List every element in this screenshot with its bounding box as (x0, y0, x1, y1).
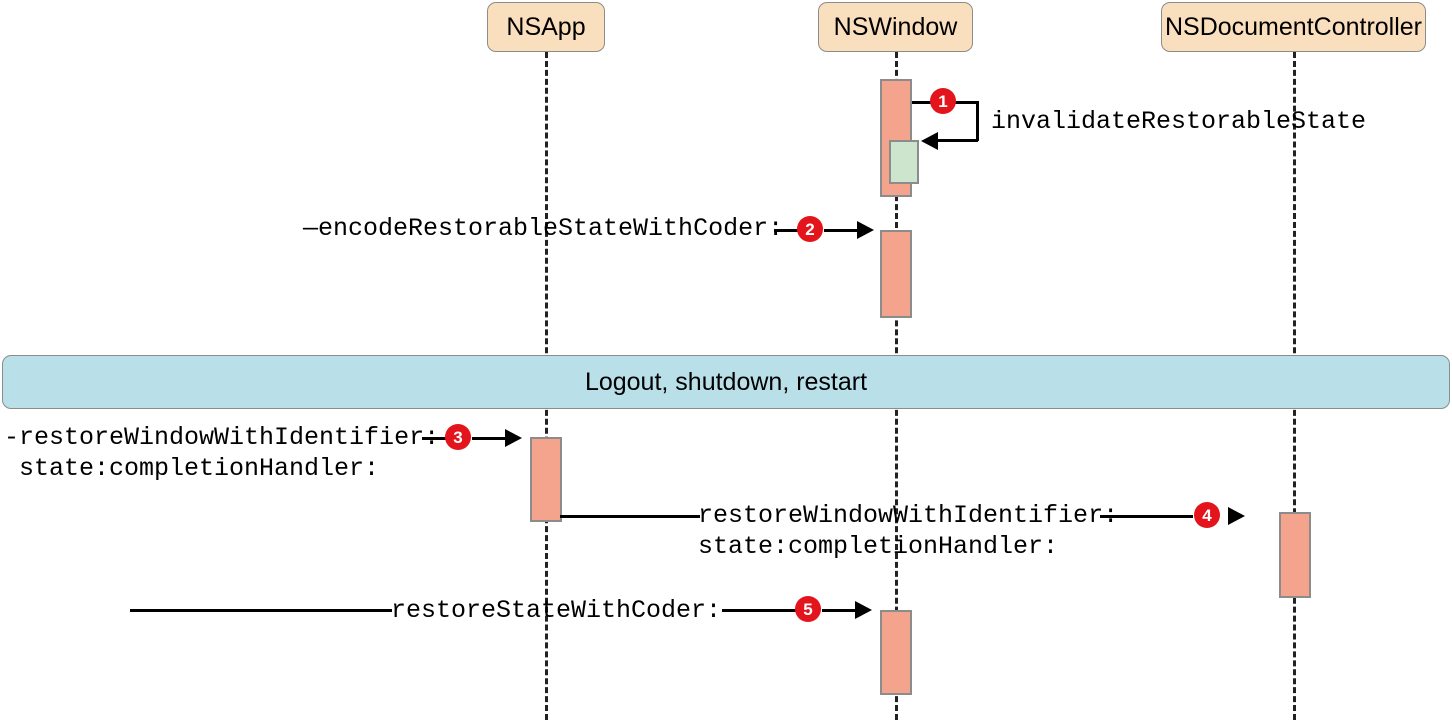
message-5-arrowhead (855, 601, 872, 619)
participant-nswindow-label: NSWindow (833, 12, 958, 41)
message-5-line-right (822, 609, 855, 612)
message-2-label: —encodeRestorableStateWithCoder: (303, 214, 784, 243)
message-1-line-down (976, 101, 979, 141)
message-2-arrowhead (857, 221, 874, 239)
message-4-label-line2: state:completionHandler: (698, 532, 1059, 561)
message-2-line-right (824, 229, 857, 232)
message-5-badge[interactable]: 5 (795, 596, 821, 622)
message-3-badge[interactable]: 3 (445, 424, 471, 450)
message-4-line-right (1100, 515, 1193, 518)
message-3-arrowhead (505, 429, 522, 447)
message-3-line-left (422, 437, 446, 440)
activation-nswindow-5 (880, 610, 912, 695)
message-3-label-line1: -restoreWindowWithIdentifier: (4, 423, 440, 452)
participant-nswindow[interactable]: NSWindow (818, 2, 973, 52)
message-1-label: invalidateRestorableState (991, 107, 1367, 136)
activation-nswindow-2 (880, 230, 912, 318)
participant-nsapp-label: NSApp (506, 12, 586, 41)
message-3-label-line2: state:completionHandler: (19, 454, 380, 483)
message-5-label: restoreStateWithCoder: (390, 596, 722, 625)
message-2-badge[interactable]: 2 (797, 216, 823, 242)
participant-nsapp[interactable]: NSApp (487, 2, 605, 52)
message-4-arrowhead (1228, 507, 1245, 525)
message-2-line-left (774, 229, 798, 232)
message-1-line-out-2 (955, 101, 979, 104)
participant-nsdocumentcontroller[interactable]: NSDocumentController (1161, 2, 1426, 52)
message-5-line-mid (722, 609, 796, 612)
message-4-label-line1: restoreWindowWithIdentifier: (698, 501, 1119, 530)
message-1-badge[interactable]: 1 (930, 88, 956, 114)
activation-nsapp-3 (530, 437, 562, 522)
message-1-line-out (912, 101, 932, 104)
event-band-label: Logout, shutdown, restart (584, 367, 868, 396)
message-5-line-left (130, 609, 392, 612)
message-3-line-right (472, 437, 505, 440)
message-1-line-back (938, 139, 978, 142)
participant-nsdocumentcontroller-label: NSDocumentController (1164, 12, 1423, 41)
message-1-arrowhead (921, 132, 938, 150)
event-band-logout: Logout, shutdown, restart (2, 355, 1450, 409)
activation-nsdocumentcontroller-4 (1279, 512, 1311, 598)
message-4-line-left (560, 515, 700, 518)
message-4-badge[interactable]: 4 (1194, 502, 1220, 528)
activation-nswindow-1-nested (889, 140, 919, 184)
